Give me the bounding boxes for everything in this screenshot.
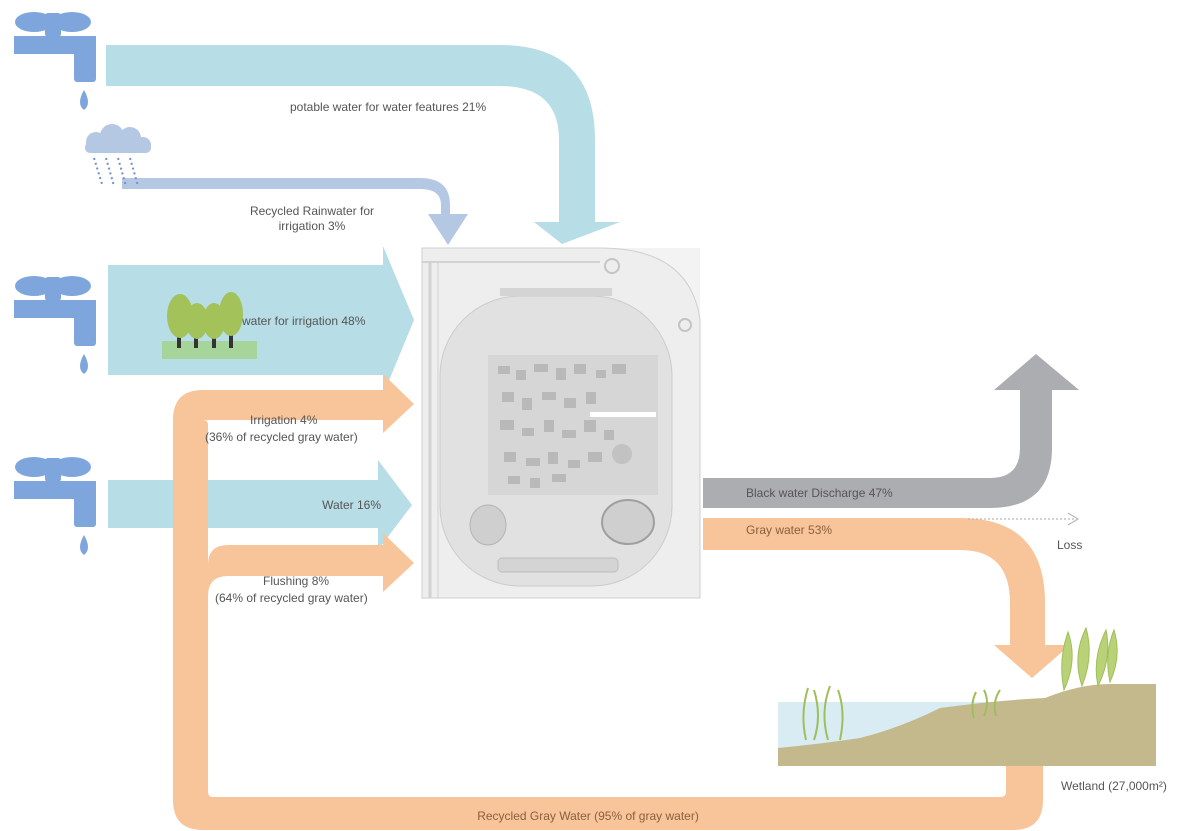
gray-water-flow	[703, 518, 1070, 678]
faucet-icon	[14, 12, 96, 110]
black-water-label: Black water Discharge 47%	[746, 486, 893, 500]
rainwater-label-1: Recycled Rainwater for	[250, 204, 374, 218]
faucet-icon	[14, 457, 96, 555]
irrigation-gray-label-2: (36% of recycled gray water)	[205, 430, 358, 444]
rainwater-flow	[122, 178, 468, 245]
recycled-gray-water-label: Recycled Gray Water (95% of gray water)	[477, 809, 699, 823]
loss-arrow	[968, 512, 1080, 526]
irrigation-gray-label-1: Irrigation 4%	[250, 413, 318, 427]
rainwater-label-2: irrigation 3%	[279, 219, 346, 233]
potable-water-features-label: potable water for water features 21%	[290, 100, 486, 114]
building-plan	[421, 247, 701, 599]
wetland-illustration	[778, 626, 1156, 766]
recycled-gray-water-flow	[173, 374, 1043, 830]
flushing-label-1: Flushing 8%	[263, 574, 329, 588]
black-water-flow	[703, 354, 1079, 508]
potable-water-features-flow	[106, 45, 620, 244]
trees-icon	[162, 292, 257, 359]
rain-cloud-icon	[85, 124, 151, 187]
flushing-label-2: (64% of recycled gray water)	[215, 591, 368, 605]
gray-water-label: Gray water 53%	[746, 523, 832, 537]
loss-label: Loss	[1057, 538, 1082, 552]
wetland-label: Wetland (27,000m²)	[1061, 779, 1167, 793]
water-irrigation-label: water for irrigation 48%	[241, 314, 366, 328]
water-16-label: Water 16%	[322, 498, 381, 512]
faucet-icon	[14, 276, 96, 374]
